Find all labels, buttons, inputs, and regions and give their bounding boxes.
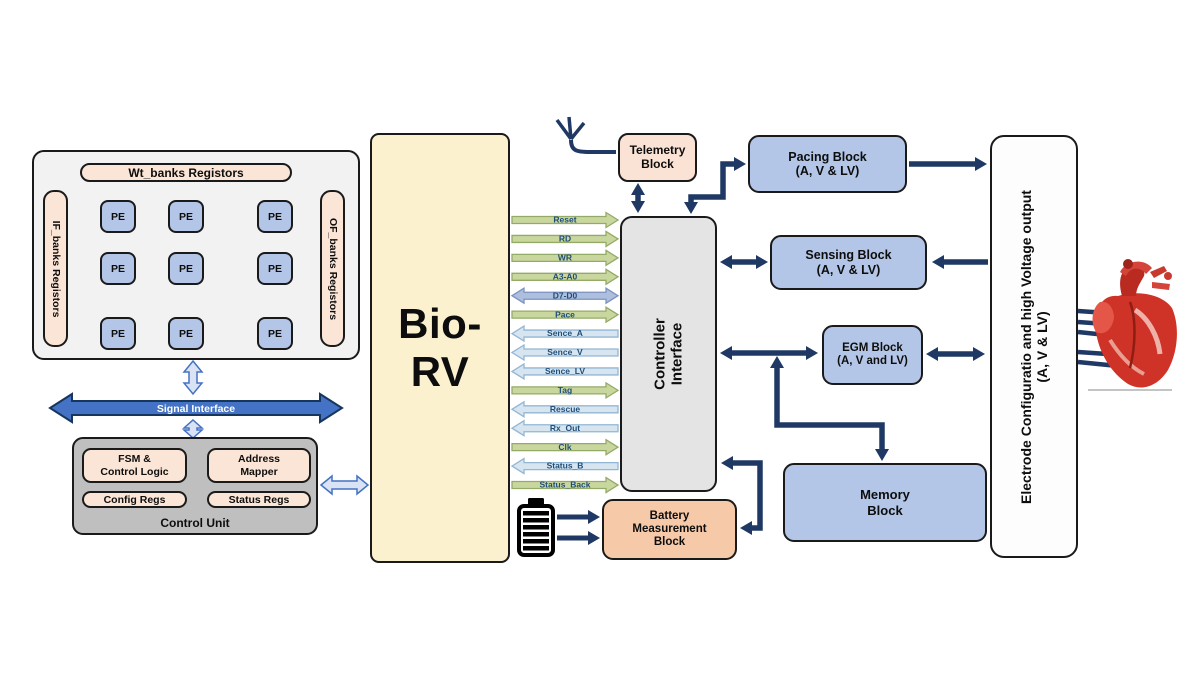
electrode-label: Electrode Configuratio and high Voltage …: [1017, 189, 1050, 504]
navy-connectors: [557, 161, 988, 541]
signal-arrow-d7-d0: [510, 287, 620, 305]
egm-label: EGM Block (A, V and LV): [837, 341, 908, 367]
pe-box: PE: [100, 200, 136, 233]
battery-icon: [517, 498, 555, 557]
controller-interface: Controller Interface: [620, 216, 717, 492]
if-banks-registers: IF_banks Registors: [43, 190, 68, 347]
sensing-label: Sensing Block (A, V & LV): [805, 248, 892, 277]
signal-arrow-sence_lv: [510, 362, 619, 381]
signal-to-cu-arrow: [182, 418, 204, 440]
signal-arrow-rescue: [510, 400, 619, 418]
signal-label-clk: Clk: [558, 442, 572, 452]
signal-label-reset: Reset: [553, 215, 576, 225]
heart-image: [1088, 259, 1177, 391]
of-banks-label: OF_banks Registors: [326, 217, 339, 320]
fsm-label: FSM & Control Logic: [100, 453, 169, 478]
control-unit-label: Control Unit: [160, 516, 230, 530]
pe-box: PE: [100, 252, 136, 285]
pacing-label: Pacing Block (A, V & LV): [788, 149, 867, 179]
address-mapper: Address Mapper: [207, 448, 311, 483]
signal-interface-bar: [48, 392, 344, 424]
of-banks-registers: OF_banks Registors: [320, 190, 345, 347]
signal-arrow-a3-a0: [511, 268, 620, 286]
signal-label-sence_a: Sence_A: [547, 328, 583, 338]
battery-measurement-block: Battery Measurement Block: [602, 499, 737, 560]
navy-arrowheads: [588, 157, 987, 545]
signal-label-pace: Pace: [555, 309, 575, 319]
signal-label-rescue: Rescue: [550, 404, 581, 414]
pe-box: PE: [257, 200, 293, 233]
fsm-control-logic: FSM & Control Logic: [82, 448, 187, 483]
signal-label-status_back: Status_Back: [539, 480, 590, 490]
pacing-block: Pacing Block (A, V & LV): [748, 135, 907, 193]
bio-rv-core: Bio-RV: [370, 133, 510, 563]
signal-label-tag: Tag: [558, 385, 572, 395]
antenna-icon: [555, 116, 616, 154]
signal-arrow-sence_a: [510, 324, 619, 343]
signal-arrow-rd: [511, 230, 620, 248]
signal-arrow-pace: [511, 305, 620, 324]
if-banks-label: IF_banks Registors: [49, 220, 62, 317]
pe-box: PE: [257, 252, 293, 285]
signal-arrow-status_back: [511, 476, 620, 494]
sensing-block: Sensing Block (A, V & LV): [770, 235, 927, 290]
signal-arrow-reset: [511, 211, 620, 229]
signal-arrow-tag: [511, 381, 620, 400]
status-regs: Status Regs: [207, 491, 311, 508]
cu-to-biorv-arrow: [319, 474, 370, 496]
signal-arrow-sence_v: [510, 343, 619, 362]
signal-arrow-clk: [511, 438, 620, 456]
telemetry-block: Telemetry Block: [618, 133, 697, 182]
signal-label-status_b: Status_B: [547, 461, 584, 471]
signal-label-rx_out: Rx_Out: [550, 423, 580, 433]
telemetry-label: Telemetry Block: [629, 142, 686, 171]
signal-label-sence_lv: Sence_LV: [545, 366, 585, 376]
pe-box: PE: [168, 252, 204, 285]
signal-arrow-status_b: [510, 457, 619, 475]
interface-double-arrows: [182, 359, 370, 496]
signal-interface-label: Signal Interface: [157, 403, 235, 415]
status-regs-label: Status Regs: [228, 493, 290, 506]
pe-box: PE: [168, 200, 204, 233]
wt-banks-label: Wt_banks Registors: [128, 165, 244, 180]
signal-label-a3-a0: A3-A0: [553, 271, 578, 281]
bio-rv-label: Bio-RV: [398, 300, 482, 395]
signal-arrow-wr: [511, 249, 620, 267]
wt-banks-registers: Wt_banks Registors: [80, 163, 292, 182]
config-regs-label: Config Regs: [103, 493, 166, 506]
pe-box: PE: [100, 317, 136, 350]
signal-label-wr: WR: [558, 252, 572, 262]
signal-label-sence_v: Sence_V: [547, 347, 583, 357]
address-mapper-label: Address Mapper: [237, 453, 280, 478]
battery-measurement-label: Battery Measurement Block: [632, 509, 707, 549]
pe-to-signal-arrow: [182, 359, 204, 396]
signal-arrow-rx_out: [510, 419, 619, 437]
memory-label: Memory Block: [860, 487, 910, 518]
pe-box: PE: [168, 317, 204, 350]
config-regs: Config Regs: [82, 491, 187, 508]
controller-interface-label: Controller Interface: [651, 318, 686, 390]
signal-label-rd: RD: [559, 234, 571, 244]
egm-block: EGM Block (A, V and LV): [822, 325, 923, 385]
signal-label-d7-d0: D7-D0: [553, 290, 578, 300]
electrode-configuration-block: Electrode Configuratio and high Voltage …: [990, 135, 1078, 558]
memory-block: Memory Block: [783, 463, 987, 542]
pe-box: PE: [257, 317, 293, 350]
